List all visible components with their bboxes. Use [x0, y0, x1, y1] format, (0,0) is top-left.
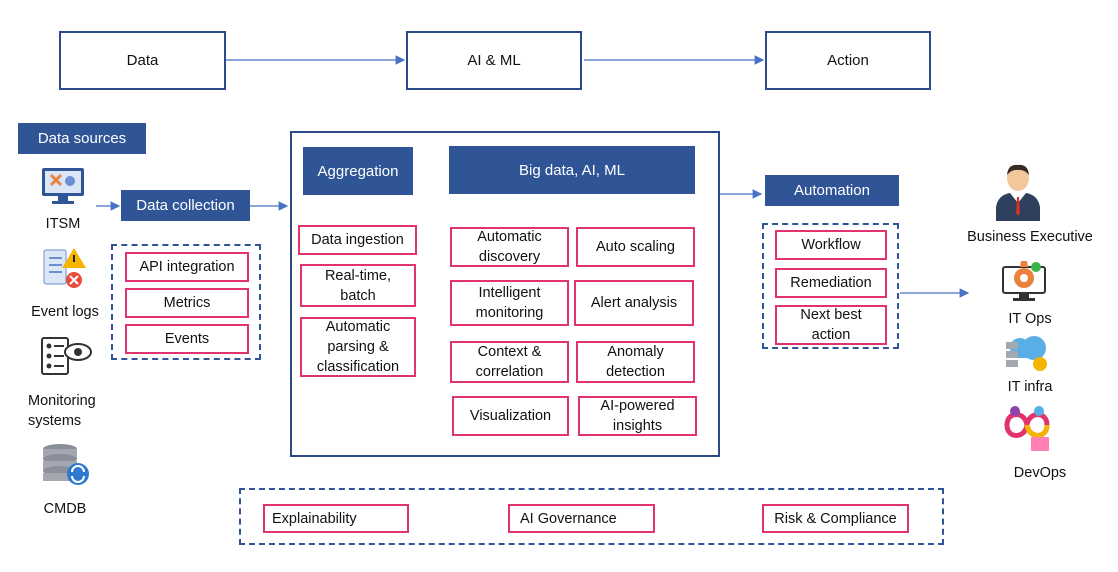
governance-item-explainability: Explainability: [263, 504, 409, 533]
consumer-label-it-ops: IT Ops: [1008, 311, 1052, 327]
bigdata-header: Big data, AI, ML: [449, 146, 695, 194]
source-label-cmdb: CMDB: [43, 501, 87, 517]
flow-aiml-box: AI & ML: [406, 31, 582, 90]
flow-action-box: Action: [765, 31, 931, 90]
collection-item-api: API integration: [125, 252, 249, 282]
aggregation-item-realtime: Real-time, batch: [300, 264, 416, 307]
business-executive-icon: [996, 164, 1040, 221]
bigdata-item-autoscaling: Auto scaling: [576, 227, 695, 267]
monitoring-icon: [41, 337, 92, 375]
source-label-itsm: ITSM: [45, 216, 81, 232]
event-logs-icon: [43, 248, 86, 288]
data-collection-header: Data collection: [121, 190, 250, 221]
bigdata-item-anomaly: Anomaly detection: [576, 341, 695, 383]
analytics-container: [290, 131, 720, 457]
governance-item-risk-compliance: Risk & Compliance: [762, 504, 909, 533]
consumer-label-it-infra: IT infra: [1007, 379, 1053, 395]
source-label-monitoring: Monitoring systems: [28, 393, 96, 429]
bigdata-item-discovery: Automatic discovery: [450, 227, 569, 267]
governance-group: [239, 488, 944, 545]
aggregation-item-ingestion: Data ingestion: [298, 225, 417, 255]
it-infra-icon: [1006, 336, 1047, 371]
automation-item-next-best: Next best action: [775, 305, 887, 345]
bigdata-item-alert-analysis: Alert analysis: [574, 280, 694, 326]
automation-item-remediation: Remediation: [775, 268, 887, 298]
collection-item-events: Events: [125, 324, 249, 354]
bigdata-item-correlation: Context & correlation: [450, 341, 569, 383]
aggregation-item-parsing: Automatic parsing & classification: [300, 317, 416, 377]
it-ops-icon: [1002, 261, 1046, 301]
data-sources-header: Data sources: [18, 123, 146, 154]
consumer-label-devops: DevOps: [1013, 465, 1067, 481]
consumer-label-business: Business Executive: [967, 229, 1093, 245]
bigdata-item-ai-insights: AI-powered insights: [578, 396, 697, 436]
automation-group: [762, 223, 899, 349]
itsm-icon: [42, 168, 84, 204]
automation-header: Automation: [765, 175, 899, 206]
source-label-event-logs: Event logs: [31, 304, 99, 320]
governance-item-ai-governance: AI Governance: [508, 504, 655, 533]
aggregation-header: Aggregation: [303, 147, 413, 195]
devops-icon: [1004, 406, 1050, 451]
flow-data-box: Data: [59, 31, 226, 90]
automation-item-workflow: Workflow: [775, 230, 887, 260]
cmdb-icon: [43, 444, 89, 485]
bigdata-item-monitoring: Intelligent monitoring: [450, 280, 569, 326]
bigdata-item-visualization: Visualization: [452, 396, 569, 436]
data-collection-group: [111, 244, 261, 360]
collection-item-metrics: Metrics: [125, 288, 249, 318]
